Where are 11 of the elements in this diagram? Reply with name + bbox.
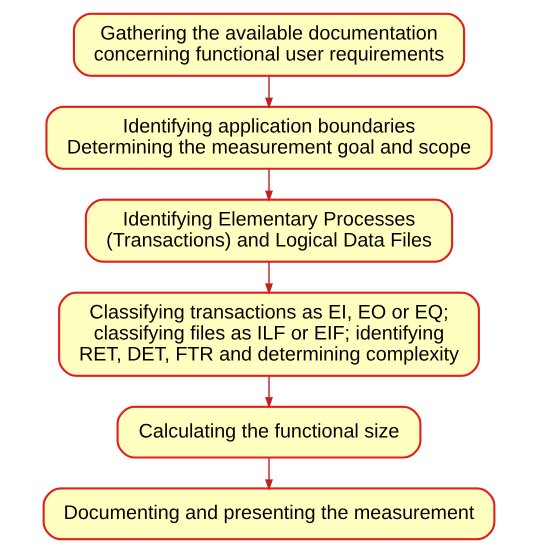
node-box: Calculating the functional size <box>116 406 421 459</box>
arrow <box>264 458 272 491</box>
node-box: Gathering the available documentation concerning functional user requirements <box>72 12 465 77</box>
node-box: Classifying transactions as EI, EO or EQ; classifying files as ILF or EIF; identifying RET, DET, FTR and determining complexity <box>58 292 480 377</box>
arrow <box>264 262 272 295</box>
node-box: Documenting and presenting the measurement <box>42 487 495 540</box>
arrow <box>264 76 272 109</box>
node-box: Identifying Elementary Processes (Transactions) and Logical Data Files <box>84 198 453 263</box>
node-box: Identifying application boundaries Determining the measurement goal and scope <box>44 106 492 170</box>
arrow <box>264 376 272 408</box>
arrow <box>264 169 272 202</box>
